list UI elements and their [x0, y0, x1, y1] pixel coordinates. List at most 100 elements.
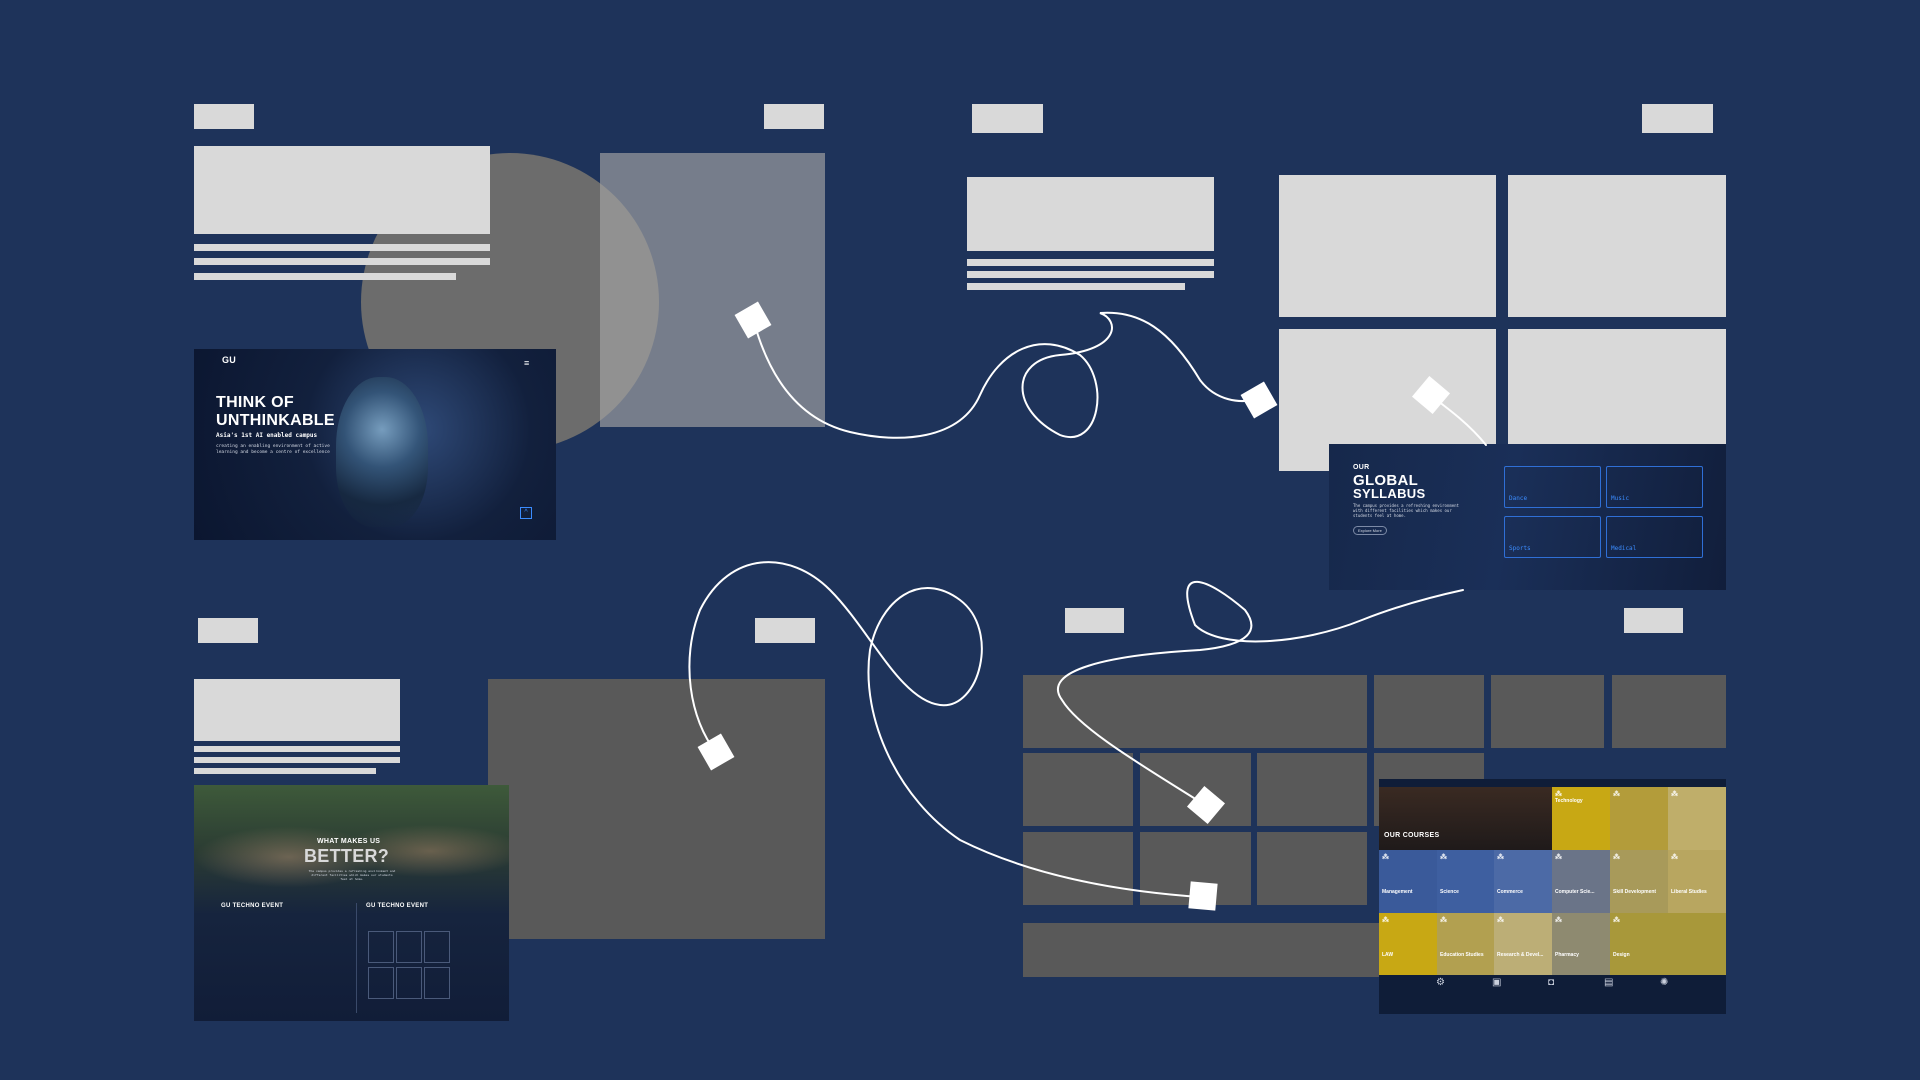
- text-line-placeholder: [967, 259, 1214, 266]
- label-placeholder: [972, 104, 1043, 133]
- course-tile-education-studies[interactable]: ⁂Education Studies: [1437, 913, 1494, 975]
- camera-icon: ◘: [1548, 977, 1555, 988]
- course-tile-management[interactable]: ⁂Management: [1379, 850, 1437, 913]
- connector-handle: [1186, 785, 1226, 825]
- connector-wire: [688, 561, 1201, 898]
- connector-wire: [1056, 580, 1464, 806]
- course-tile-blank: ⁂: [1610, 787, 1668, 850]
- network-icon: ⁂: [1555, 791, 1562, 798]
- network-icon: ⁂: [1613, 791, 1620, 798]
- grid-block: [1257, 753, 1367, 826]
- courses-header: OUR COURSES: [1384, 832, 1440, 839]
- stat-box: [368, 967, 394, 999]
- syllabus-title: SYLLABUS: [1353, 486, 1426, 501]
- hero-tagline: Asia's 1st AI enabled campus: [216, 432, 318, 439]
- network-icon: ⁂: [1671, 791, 1678, 798]
- graduates-photo: [1379, 787, 1552, 850]
- text-line-placeholder: [194, 746, 400, 752]
- heading-placeholder: [194, 146, 490, 234]
- card-sports[interactable]: Sports: [1504, 516, 1601, 558]
- grid-block: [1612, 675, 1726, 748]
- text-line-placeholder: [967, 271, 1214, 278]
- grid-block: [1257, 832, 1367, 905]
- hero-headline-accent: UNTHINKABLE: [216, 412, 335, 429]
- network-icon: ⁂: [1613, 917, 1620, 924]
- hero-desc: creating an enabling environment of acti…: [216, 444, 330, 449]
- logo: GU: [222, 355, 237, 365]
- course-tile-pharmacy[interactable]: ⁂Pharmacy: [1552, 913, 1610, 975]
- course-tile-law[interactable]: ⁂LAW: [1379, 913, 1437, 975]
- text-line-placeholder: [194, 244, 490, 251]
- label-placeholder: [755, 618, 815, 643]
- hero-headline: THINK OF: [216, 394, 294, 411]
- ai-head-graphic: [336, 377, 428, 527]
- course-tile-research[interactable]: ⁂Research & Devel...: [1494, 913, 1552, 975]
- explore-more-button[interactable]: Explore More: [1353, 526, 1387, 535]
- stat-box: [368, 931, 394, 963]
- text-line-placeholder: [194, 273, 456, 280]
- label-placeholder: [198, 618, 258, 643]
- syllabus-kicker: OUR: [1353, 464, 1370, 471]
- label-placeholder: [1624, 608, 1683, 633]
- event-heading-left: GU TECHNO EVENT: [221, 903, 284, 909]
- menu-icon[interactable]: ≡: [524, 358, 530, 368]
- heading-placeholder: [194, 679, 400, 741]
- card-medical[interactable]: Medical: [1606, 516, 1703, 558]
- hero-desc: learning and become a centre of excellen…: [216, 450, 330, 455]
- grid-block: [1023, 832, 1133, 905]
- course-tile-science[interactable]: ⁂Science: [1437, 850, 1494, 913]
- grid-block: [1374, 675, 1484, 748]
- text-line-placeholder: [194, 757, 400, 763]
- course-tile-liberal-studies[interactable]: ⁂Liberal Studies: [1668, 850, 1726, 913]
- better-kicker: WHAT MAKES US: [317, 838, 381, 845]
- label-placeholder: [764, 104, 824, 129]
- course-tile-commerce[interactable]: ⁂Commerce: [1494, 850, 1552, 913]
- course-tile-computer-science[interactable]: ⁂Computer Scie...: [1552, 850, 1610, 913]
- course-tile-design[interactable]: ⁂Design: [1610, 913, 1726, 975]
- card-dance[interactable]: Dance: [1504, 466, 1601, 508]
- course-tile-technology[interactable]: ⁂Technology: [1552, 787, 1610, 850]
- event-heading-right: GU TECHNO EVENT: [366, 903, 429, 909]
- text-line-placeholder: [194, 258, 490, 265]
- better-title: BETTER?: [304, 846, 390, 866]
- connector-handle: [697, 733, 735, 771]
- label-placeholder: [1065, 608, 1124, 633]
- text-line-placeholder: [967, 283, 1185, 290]
- hero-screenshot: GU ≡ THINK OF UNTHINKABLE Asia's 1st AI …: [194, 349, 556, 540]
- syllabus-desc: The campus provides a refreshing environ…: [1353, 503, 1459, 518]
- better-subtitle: The campus provides a refreshing environ…: [308, 869, 396, 881]
- syllabus-title: GLOBAL: [1353, 472, 1419, 489]
- syllabus-screenshot: OUR GLOBAL SYLLABUS The campus provides …: [1329, 444, 1726, 590]
- course-tile-skill-development[interactable]: ⁂Skill Development: [1610, 850, 1668, 913]
- course-tile-blank: ⁂: [1668, 787, 1726, 850]
- network-icon: ⁂: [1440, 854, 1447, 861]
- camera-icon: ▣: [1492, 977, 1502, 988]
- network-icon: ⁂: [1497, 917, 1504, 924]
- label-placeholder: [1642, 104, 1713, 133]
- network-icon: ⁂: [1440, 917, 1447, 924]
- stat-box: [424, 967, 450, 999]
- network-icon: ⁂: [1382, 917, 1389, 924]
- lightbulb-icon: ✺: [1660, 977, 1669, 988]
- translucent-square-shape: [600, 153, 825, 427]
- better-screenshot: WHAT MAKES US BETTER? The campus provide…: [194, 785, 509, 1021]
- network-icon: ⁂: [1555, 917, 1562, 924]
- network-icon: ⁂: [1555, 854, 1562, 861]
- connector-handle: [1188, 881, 1218, 911]
- scroll-up-icon[interactable]: ^: [520, 507, 532, 519]
- grid-block: [1491, 675, 1604, 748]
- connector-wire: [753, 311, 1261, 439]
- stat-box: [396, 931, 422, 963]
- document-icon: ▤: [1604, 977, 1614, 988]
- connector-handle: [1240, 381, 1278, 419]
- card-music[interactable]: Music: [1606, 466, 1703, 508]
- label-placeholder: [194, 104, 254, 129]
- text-line-placeholder: [194, 768, 376, 774]
- event-divider: [356, 903, 357, 1013]
- grid-block: [1140, 753, 1251, 826]
- heading-placeholder: [967, 177, 1214, 251]
- courses-screenshot: OUR COURSES ⁂Technology ⁂ ⁂ ⁂Management …: [1379, 779, 1726, 1014]
- stat-box: [424, 931, 450, 963]
- network-icon: ⁂: [1671, 854, 1678, 861]
- grid-placeholder: [1279, 175, 1496, 317]
